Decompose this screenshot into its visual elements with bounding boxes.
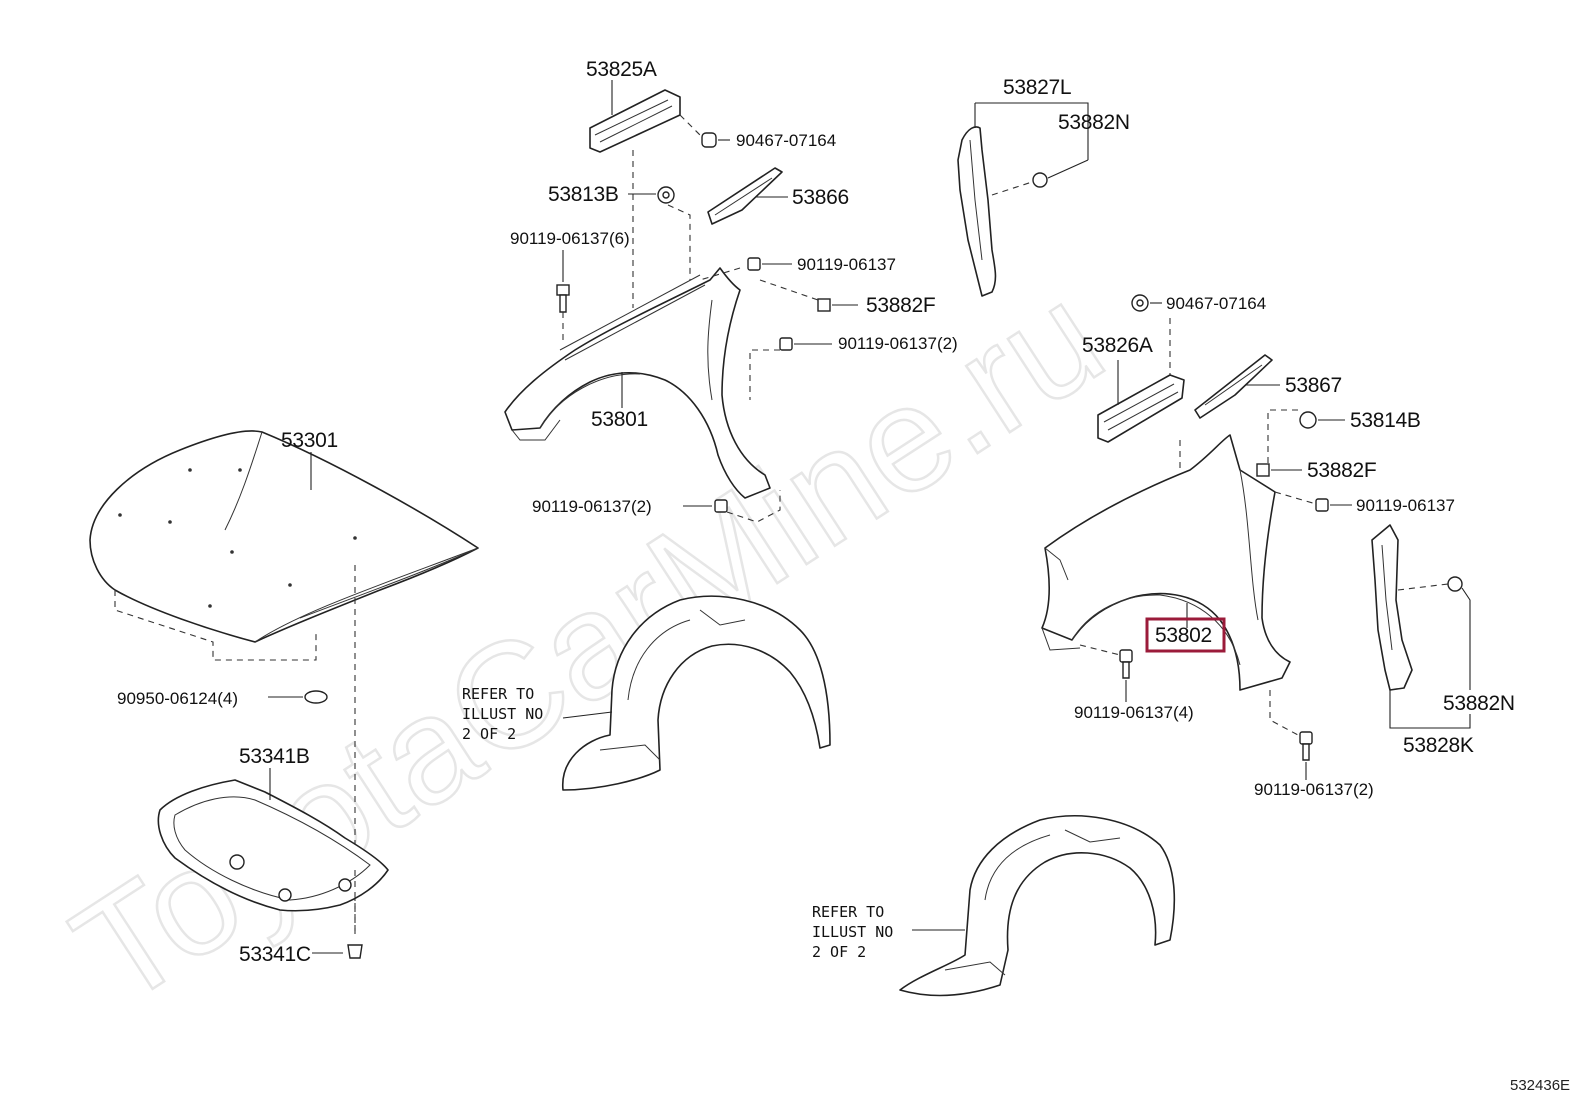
fender-panel-left[interactable]	[504, 267, 771, 499]
clip-53814B	[1299, 411, 1317, 429]
callout-90950-06124[interactable]: 90950-06124(4)	[117, 689, 238, 708]
seal-53825A[interactable]	[589, 89, 681, 153]
callout-90119-06137-a[interactable]: 90119-06137	[797, 255, 896, 274]
bolt-90119-06137-6	[556, 284, 570, 313]
callout-53814B[interactable]: 53814B	[1350, 409, 1421, 432]
callout-90119-06137-6[interactable]: 90119-06137(6)	[510, 229, 630, 248]
clip-90467-07164-a	[701, 132, 717, 148]
clip-53882F-a	[817, 298, 831, 312]
callout-53802[interactable]: 53802	[1155, 624, 1212, 647]
fender-liner-left[interactable]	[562, 595, 831, 791]
clip-90467-07164-b	[1131, 294, 1149, 312]
seal-53828K[interactable]	[1371, 524, 1413, 691]
callout-53301[interactable]: 53301	[281, 429, 338, 452]
diagram-code: 532436E	[1510, 1077, 1570, 1094]
bolt-90119-06137-b	[1315, 498, 1329, 512]
bolt-90119-06137-2c	[1299, 731, 1313, 761]
bolt-90119-06137-2a	[779, 337, 793, 351]
callout-90119-06137-4[interactable]: 90119-06137(4)	[1074, 703, 1194, 722]
callout-90119-06137-2c[interactable]: 90119-06137(2)	[1254, 780, 1374, 799]
callout-53825A[interactable]: 53825A	[586, 58, 657, 81]
seal-53827L[interactable]	[957, 126, 997, 297]
callout-53827L[interactable]: 53827L	[1003, 76, 1072, 99]
callout-90119-06137-2a[interactable]: 90119-06137(2)	[838, 334, 958, 353]
bolt-90119-06137-a	[747, 257, 761, 271]
refer-note-right-1: REFER TO	[812, 903, 884, 921]
grommet-icon	[304, 690, 328, 704]
clip-53813B	[657, 186, 675, 204]
fender-liner-right[interactable]	[899, 815, 1176, 997]
callout-53341B[interactable]: 53341B	[239, 745, 310, 768]
clip-53882N-a	[1032, 172, 1048, 188]
fender-panel-right[interactable]	[1041, 434, 1291, 691]
callout-53341C[interactable]: 53341C	[239, 943, 311, 966]
clip-53341C	[347, 944, 363, 959]
refer-note-left-2: ILLUST NO	[462, 705, 543, 723]
callout-90467-07164-a[interactable]: 90467-07164	[736, 131, 836, 150]
seal-53866[interactable]	[707, 167, 783, 225]
callout-90119-06137-b[interactable]: 90119-06137	[1356, 496, 1455, 515]
refer-note-right-2: ILLUST NO	[812, 923, 893, 941]
clip-53882F-b	[1256, 463, 1270, 477]
callout-53826A[interactable]: 53826A	[1082, 334, 1153, 357]
seal-53826A[interactable]	[1097, 374, 1185, 443]
seal-53867[interactable]	[1194, 354, 1273, 419]
callout-53882F-a[interactable]: 53882F	[866, 294, 936, 317]
bolt-90119-06137-4	[1119, 649, 1133, 679]
callout-90119-06137-2b[interactable]: 90119-06137(2)	[532, 497, 652, 516]
callout-90467-07164-b[interactable]: 90467-07164	[1166, 294, 1266, 313]
bolt-90119-06137-2b	[714, 499, 728, 513]
callout-53867[interactable]: 53867	[1285, 374, 1342, 397]
callout-53813B[interactable]: 53813B	[548, 183, 619, 206]
refer-note-right-3: 2 OF 2	[812, 943, 866, 961]
selected-part-highlight	[1145, 617, 1226, 653]
refer-note-left-1: REFER TO	[462, 685, 534, 703]
callout-53828K[interactable]: 53828K	[1403, 734, 1474, 757]
callout-53801[interactable]: 53801	[591, 408, 648, 431]
callout-53882N-a[interactable]: 53882N	[1058, 111, 1130, 134]
clip-53882N-b	[1447, 576, 1463, 592]
callout-53882F-b[interactable]: 53882F	[1307, 459, 1377, 482]
hood-panel[interactable]	[89, 430, 479, 643]
callout-53866[interactable]: 53866	[792, 186, 849, 209]
hood-insulator[interactable]	[157, 779, 389, 912]
callout-53882N-b[interactable]: 53882N	[1443, 692, 1515, 715]
refer-note-left-3: 2 OF 2	[462, 725, 516, 743]
